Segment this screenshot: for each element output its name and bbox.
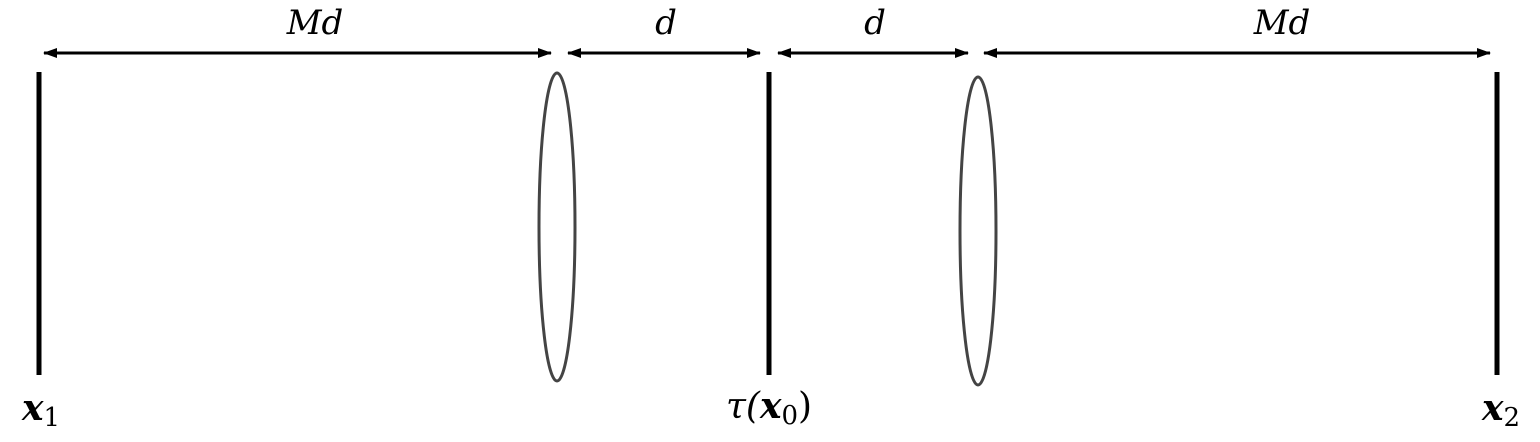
output-plane-label: x2: [1481, 387, 1520, 433]
fourier-plane-label: τ(x0): [726, 385, 812, 431]
distance-label-right-inner: d: [864, 3, 886, 43]
fourier-plane-symbol: x: [759, 385, 782, 427]
output-plane-symbol: x: [1481, 387, 1504, 429]
fourier-plane-suffix: ): [798, 386, 812, 427]
fourier-plane-prefix: τ(: [726, 386, 761, 427]
input-plane-subscript: 1: [43, 403, 60, 433]
distance-label-left-inner: d: [655, 3, 677, 43]
lens-2: [958, 75, 998, 387]
output-plane-subscript: 2: [1503, 403, 1520, 433]
distance-label-right-outer: Md: [1253, 3, 1311, 43]
distance-label-left-outer: Md: [286, 3, 344, 43]
input-plane-label: x1: [21, 387, 60, 433]
lens-1: [537, 71, 577, 383]
input-plane-symbol: x: [21, 387, 44, 429]
fourier-plane-subscript: 0: [781, 401, 798, 431]
